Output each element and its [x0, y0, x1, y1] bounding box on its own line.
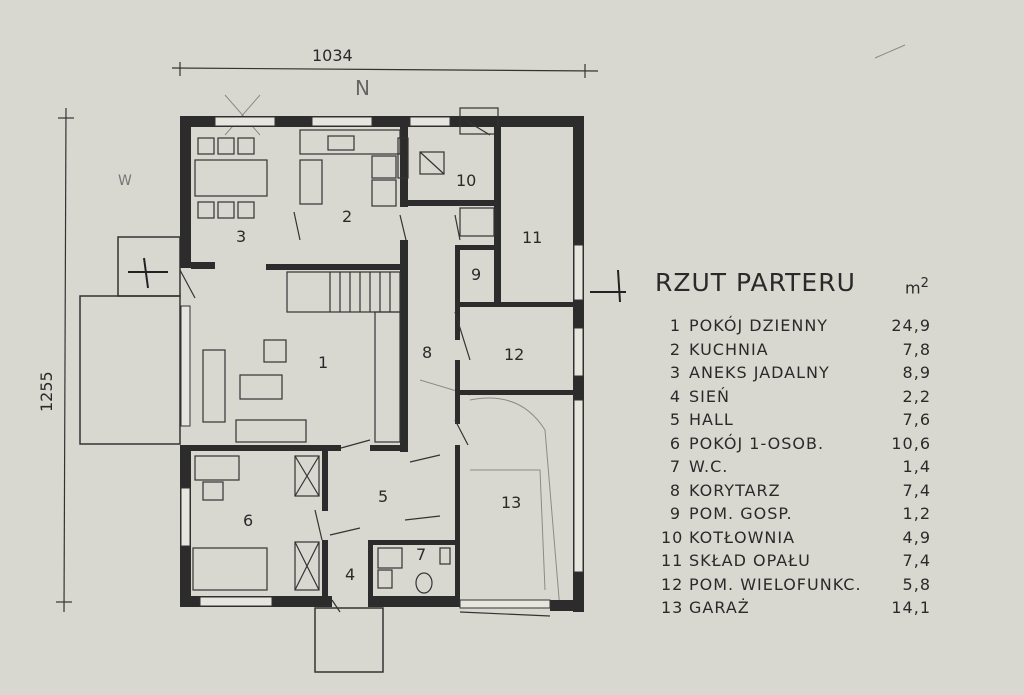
room-row-name: ANEKS JADALNY — [689, 363, 830, 382]
room-number-1: 1 — [318, 353, 328, 372]
room-number-4: 4 — [345, 565, 355, 584]
room-row-area: 7,6 — [902, 410, 931, 429]
room-row-name: KUCHNIA — [689, 339, 769, 359]
room-number-6: 6 — [243, 511, 253, 530]
width-dimension-label: 1034 — [312, 46, 353, 65]
room-number-10: 10 — [456, 171, 476, 190]
room-number-3: 3 — [236, 227, 246, 246]
room-number-8: 8 — [422, 343, 432, 362]
room-row-area: 5,8 — [902, 574, 931, 594]
doors — [179, 119, 551, 617]
room-row-name: HALL — [689, 410, 734, 429]
room-row-area: 7,8 — [902, 339, 931, 359]
room-row-name: POKÓJ DZIENNY — [689, 316, 829, 335]
legend-title: RZUT PARTERU — [655, 268, 856, 297]
room-labels: 1 2 3 4 5 6 7 8 9 10 11 12 13 — [236, 171, 542, 584]
room-row-number: 11 — [661, 551, 684, 570]
room-number-7: 7 — [416, 545, 426, 564]
room-row-number: 8 — [669, 480, 681, 500]
height-dimension-label: 1255 — [37, 371, 56, 412]
room-row: 4 SIEŃ 2,2 — [661, 387, 951, 411]
area-unit-superscript: 2 — [920, 276, 929, 291]
room-row-area: 1,4 — [902, 457, 931, 476]
room-row-name: GARAŻ — [689, 598, 750, 617]
area-unit-label: m — [905, 278, 921, 298]
width-dimension — [171, 62, 599, 78]
room-row: 11 SKŁAD OPAŁU 7,4 — [661, 551, 951, 575]
room-row-number: 6 — [669, 433, 681, 453]
room-row-name: POKÓJ 1-OSOB. — [689, 433, 825, 453]
room-row: 1 POKÓJ DZIENNY 24,9 — [661, 316, 951, 340]
room-row-name: W.C. — [689, 457, 729, 476]
area-unit: m2 — [905, 276, 929, 297]
section-marker-right — [590, 269, 626, 303]
room-number-2: 2 — [342, 207, 352, 226]
room-row-area: 7,4 — [902, 551, 931, 570]
room-row: 6 POKÓJ 1-OSOB. 10,6 — [661, 434, 951, 458]
room-row-area: 1,2 — [902, 504, 931, 523]
room-row-number: 10 — [661, 527, 684, 547]
room-row-number: 2 — [669, 339, 681, 359]
room-number-12: 12 — [504, 345, 524, 364]
room-row-number: 12 — [661, 574, 684, 594]
room-row: 8 KORYTARZ 7,4 — [661, 481, 951, 505]
terrace — [79, 236, 181, 445]
room-row-area: 10,6 — [891, 433, 931, 453]
room-row-name: SKŁAD OPAŁU — [689, 551, 811, 570]
room-row-name: KORYTARZ — [689, 480, 781, 500]
room-row-number: 13 — [661, 598, 684, 617]
room-list: 1 POKÓJ DZIENNY 24,9 2 KUCHNIA 7,8 3 ANEKS JA… — [661, 316, 951, 622]
outer-walls — [180, 116, 584, 612]
room-row: 2 KUCHNIA 7,8 — [661, 340, 951, 364]
room-row: 13 GARAŻ 14,1 — [661, 598, 951, 622]
room-row-number: 4 — [669, 386, 681, 406]
room-row-number: 9 — [669, 504, 681, 523]
room-row-area: 4,9 — [902, 527, 931, 547]
height-dimension — [56, 107, 74, 613]
room-row-area: 2,2 — [902, 386, 931, 406]
room-row: 9 POM. GOSP. 1,2 — [661, 504, 951, 528]
chimney — [459, 107, 499, 135]
room-row-area: 14,1 — [891, 598, 931, 617]
room-row-number: 7 — [669, 457, 681, 476]
room-row-name: SIEŃ — [689, 386, 730, 406]
room-row-name: KOTŁOWNIA — [689, 527, 796, 547]
entrance-step — [314, 607, 384, 673]
room-number-9: 9 — [471, 265, 481, 284]
room-number-11: 11 — [522, 228, 542, 247]
room-row-area: 24,9 — [891, 316, 931, 335]
north-mark: N — [355, 76, 370, 100]
windows — [180, 116, 584, 609]
room-row: 5 HALL 7,6 — [661, 410, 951, 434]
room-row-number: 5 — [669, 410, 681, 429]
room-row-number: 1 — [669, 316, 681, 335]
room-row: 7 W.C. 1,4 — [661, 457, 951, 481]
west-mark: W — [118, 173, 132, 189]
room-row-number: 3 — [669, 363, 681, 382]
room-number-13: 13 — [501, 493, 521, 512]
room-row-area: 8,9 — [902, 363, 931, 382]
section-marker-left — [128, 257, 168, 289]
room-row-name: POM. WIELOFUNKC. — [689, 574, 862, 594]
interior-walls — [191, 127, 573, 600]
room-row-area: 7,4 — [902, 480, 931, 500]
room-row: 3 ANEKS JADALNY 8,9 — [661, 363, 951, 387]
room-number-5: 5 — [378, 487, 388, 506]
room-row-name: POM. GOSP. — [689, 504, 793, 523]
furniture — [192, 129, 495, 594]
